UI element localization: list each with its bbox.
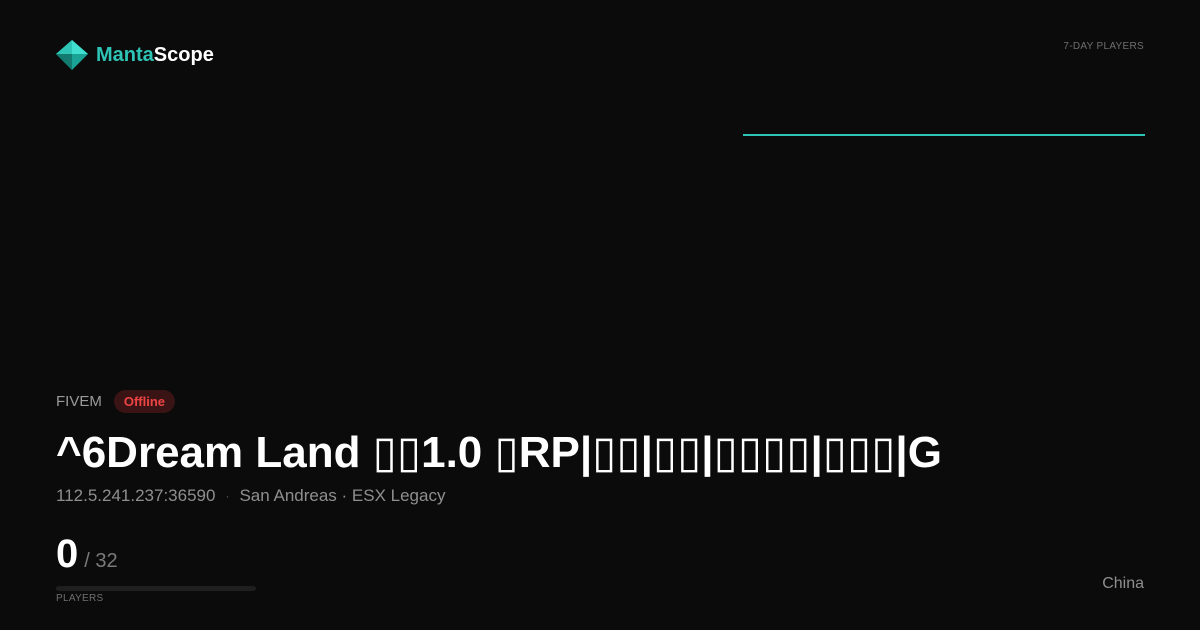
- server-country: China: [1102, 575, 1144, 592]
- server-name: ^6Dream Land ▯▯1.0 ▯RP|▯▯|▯▯|▯▯▯▯|▯▯▯|G: [56, 428, 942, 477]
- server-meta: FIVEM Offline: [56, 390, 176, 413]
- brand-name: MantaScope: [96, 44, 214, 67]
- players-max: / 32: [84, 550, 118, 572]
- brand-name-part2: Scope: [153, 43, 214, 66]
- brand-logo[interactable]: MantaScope: [56, 40, 214, 70]
- players-label: PLAYERS: [56, 593, 104, 604]
- separator: ·: [225, 489, 230, 503]
- brand-name-part1: Manta: [96, 43, 154, 66]
- game-label: FIVEM: [56, 393, 102, 410]
- status-badge: Offline: [113, 390, 176, 413]
- chart-label: 7-DAY PLAYERS: [1063, 41, 1144, 52]
- server-details: 112.5.241.237:36590 · San Andreas · ESX …: [56, 486, 445, 506]
- map-and-mode: San Andreas · ESX Legacy: [239, 486, 446, 505]
- manta-logo-icon: [56, 40, 88, 70]
- players-current: 0: [56, 532, 79, 576]
- players-progress-bar: [56, 586, 256, 591]
- player-history-chart: [743, 134, 1145, 136]
- player-count: 0 / 32: [56, 532, 118, 577]
- server-address[interactable]: 112.5.241.237:36590: [56, 486, 216, 505]
